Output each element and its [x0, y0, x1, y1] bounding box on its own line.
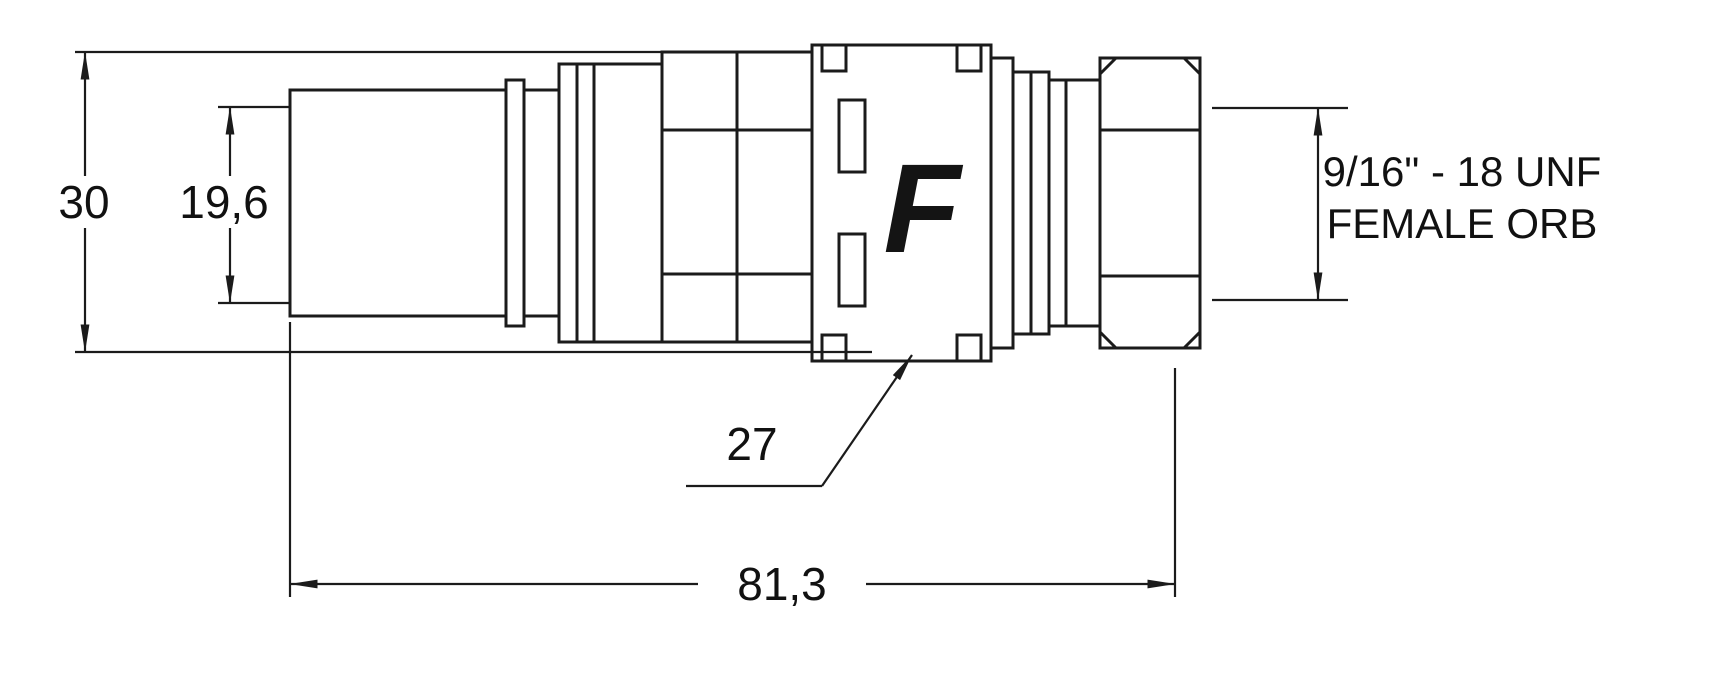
hex-chamfer-line — [1182, 330, 1202, 350]
dim-overall-height: 30 — [58, 50, 872, 354]
dim-thread-callout: 9/16" - 18 UNF FEMALE ORB — [1212, 106, 1602, 302]
dim-overall-height-label: 30 — [58, 176, 109, 228]
dim-hex-size-label: 27 — [726, 418, 777, 470]
plug-rib — [504, 78, 526, 328]
step-ring-1 — [989, 56, 1015, 350]
detent-slot — [837, 232, 867, 308]
hex-chamfer-line — [1098, 330, 1118, 350]
step-ring-3 — [1047, 78, 1102, 328]
detent-slot — [837, 98, 867, 174]
dim-plug-diameter: 19,6 — [179, 105, 290, 305]
thread-spec-line2: FEMALE ORB — [1327, 200, 1598, 247]
plug-band — [522, 88, 561, 318]
hex-nut — [1098, 56, 1202, 350]
sleeve-groove — [955, 43, 983, 73]
dim-plug-diameter-label: 19,6 — [179, 176, 269, 228]
dimensions: 30 19,6 27 81,3 9/16" — [58, 50, 1602, 610]
brand-f-logo-icon: F — [884, 138, 964, 279]
thread-spec-line1: 9/16" - 18 UNF — [1323, 148, 1602, 195]
coupler-part: F — [288, 43, 1202, 363]
sleeve-groove — [820, 43, 848, 73]
hex-chamfer-line — [1098, 56, 1118, 76]
leader-line — [821, 354, 913, 487]
hex-chamfer-line — [1182, 56, 1202, 76]
dim-overall-length-label: 81,3 — [737, 558, 827, 610]
sleeve-groove — [820, 333, 848, 363]
spacer-ring — [557, 62, 664, 344]
dim-overall-length: 81,3 — [288, 322, 1177, 610]
plug-barrel — [288, 88, 508, 318]
sleeve-groove — [955, 333, 983, 363]
dim-hex-size: 27 — [686, 354, 913, 488]
